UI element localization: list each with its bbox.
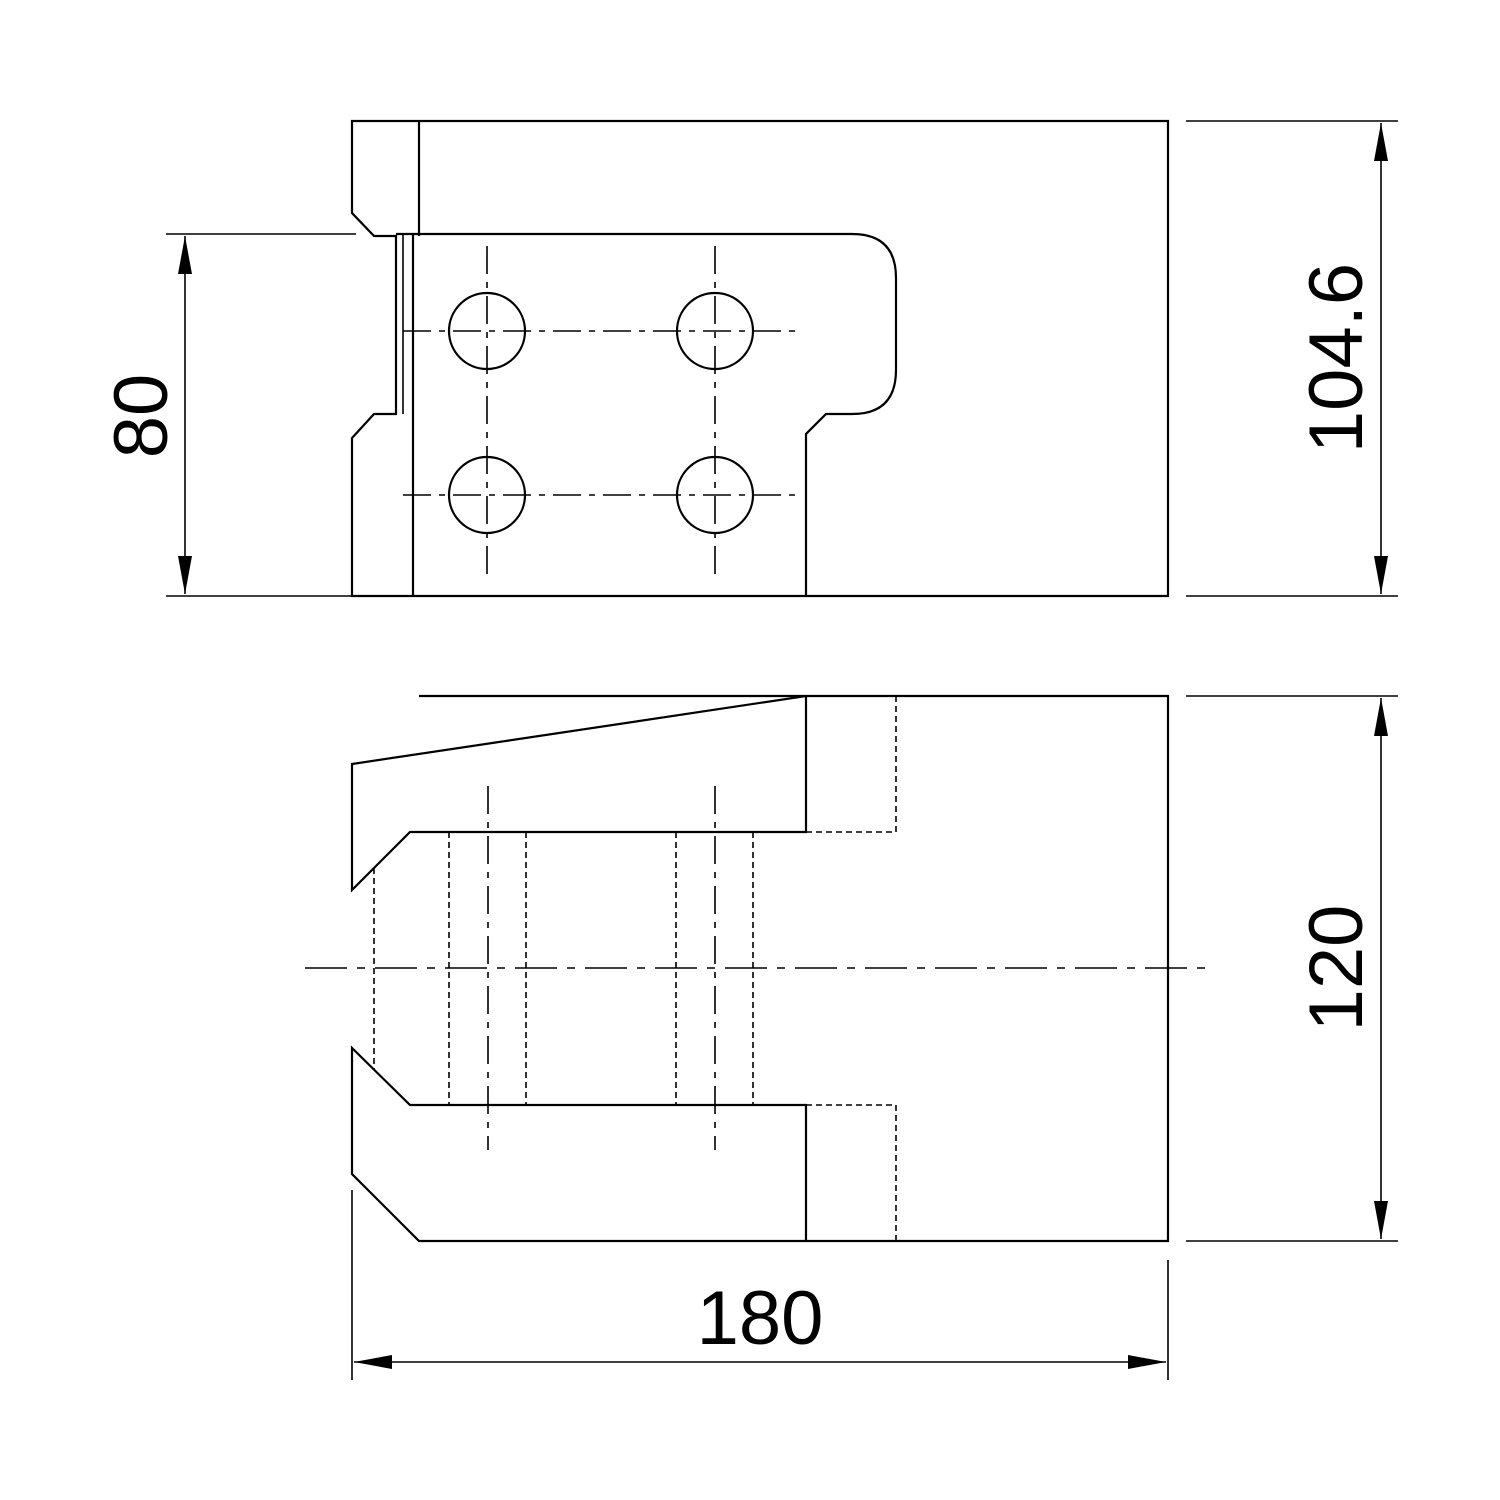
dimension-120-label: 120 xyxy=(1294,905,1379,1032)
plan-view: 120 180 xyxy=(305,694,1398,1380)
dimension-80-label: 80 xyxy=(99,374,184,459)
dimension-104-6-label: 104.6 xyxy=(1294,263,1379,453)
dimension-180-label: 180 xyxy=(697,1276,824,1361)
dimension-104-6: 104.6 xyxy=(1186,120,1398,597)
plan-view-outline xyxy=(350,694,1170,1243)
front-view: 80 104.6 xyxy=(99,119,1398,598)
front-view-outline xyxy=(350,119,1170,598)
dimension-80: 80 xyxy=(99,233,356,597)
slot-profile xyxy=(396,232,898,596)
hidden-step-bottom xyxy=(806,1104,897,1241)
hidden-step-top xyxy=(806,695,897,833)
dimension-180: 180 xyxy=(351,1190,1169,1380)
dimension-120: 120 xyxy=(1186,695,1398,1242)
